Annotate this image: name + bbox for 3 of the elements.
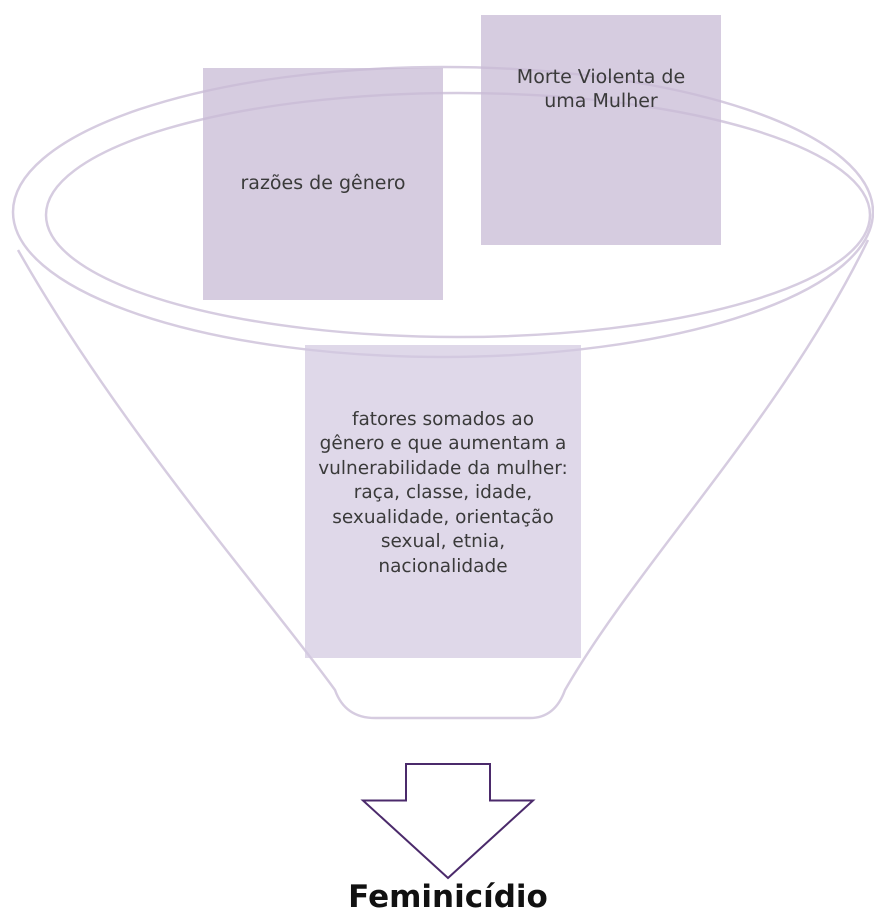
text-box: Morte Violenta de uma Mulher bbox=[481, 15, 721, 245]
block-arrow bbox=[360, 763, 536, 880]
result-label: Feminicídio bbox=[300, 874, 596, 922]
